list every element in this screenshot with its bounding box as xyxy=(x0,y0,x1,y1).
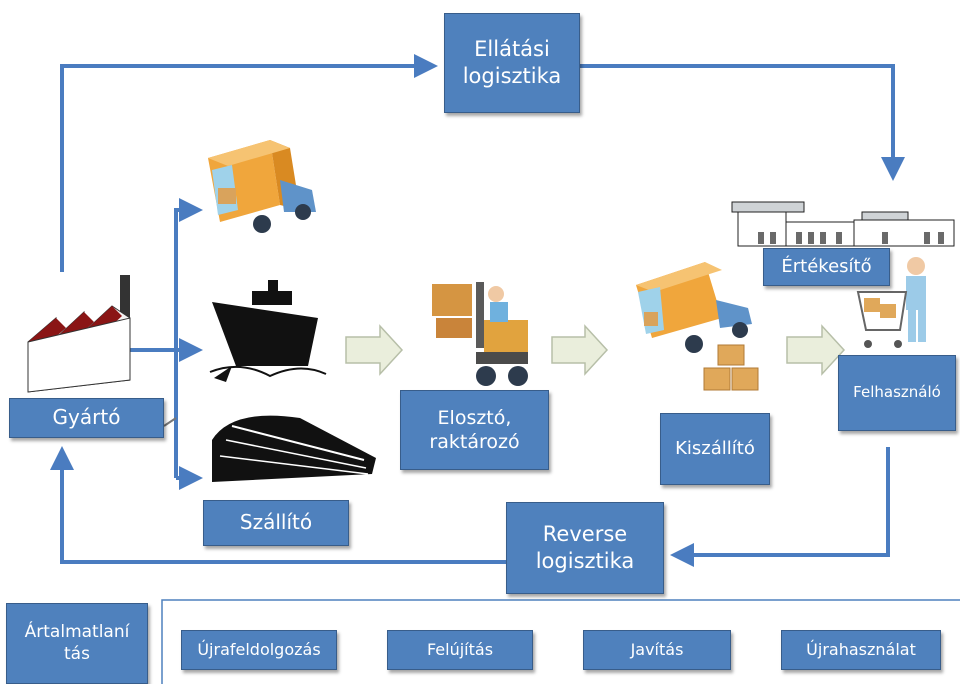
shopper-icon xyxy=(856,257,926,348)
manufacturer-feedback-tick xyxy=(163,417,177,427)
supply-logistics-box: Ellátási logisztika xyxy=(444,13,580,113)
disposal-box: Ártalmatlaní tás xyxy=(6,603,148,684)
arrow-to-truck xyxy=(174,198,203,478)
deliverer-box: Kiszállító xyxy=(660,413,770,485)
block-arrow-1 xyxy=(345,324,404,376)
arrow-user-to-reverse xyxy=(670,447,890,567)
option-repair: Javítás xyxy=(583,630,731,670)
reverse-logistics-box: Reverse logisztika xyxy=(506,502,664,594)
store-icon xyxy=(731,201,955,247)
forklift-icon xyxy=(432,282,528,386)
factory-icon xyxy=(27,275,131,393)
manufacturer-box: Gyártó xyxy=(9,398,164,438)
delivery-truck-icon xyxy=(636,262,759,391)
arrow-supply-to-seller xyxy=(580,64,905,181)
option-reuse: Újrahasználat xyxy=(781,630,941,670)
user-box: Felhasználó xyxy=(838,355,956,431)
train-icon xyxy=(212,415,376,482)
option-recycling: Újrafeldolgozás xyxy=(181,630,337,670)
carrier-box: Szállító xyxy=(203,500,349,546)
seller-box: Értékesítő xyxy=(763,248,890,286)
bottom-strip xyxy=(161,599,960,684)
truck-icon xyxy=(208,140,316,233)
arrow-manufacturer-to-supply xyxy=(60,54,438,272)
option-refurbishing: Felújítás xyxy=(387,630,533,670)
block-arrow-2 xyxy=(551,324,609,376)
arrow-reverse-to-manufacturer xyxy=(50,446,506,564)
block-arrow-3 xyxy=(786,324,846,376)
distributor-box: Elosztó, raktározó xyxy=(400,390,549,470)
ship-icon xyxy=(209,280,327,382)
